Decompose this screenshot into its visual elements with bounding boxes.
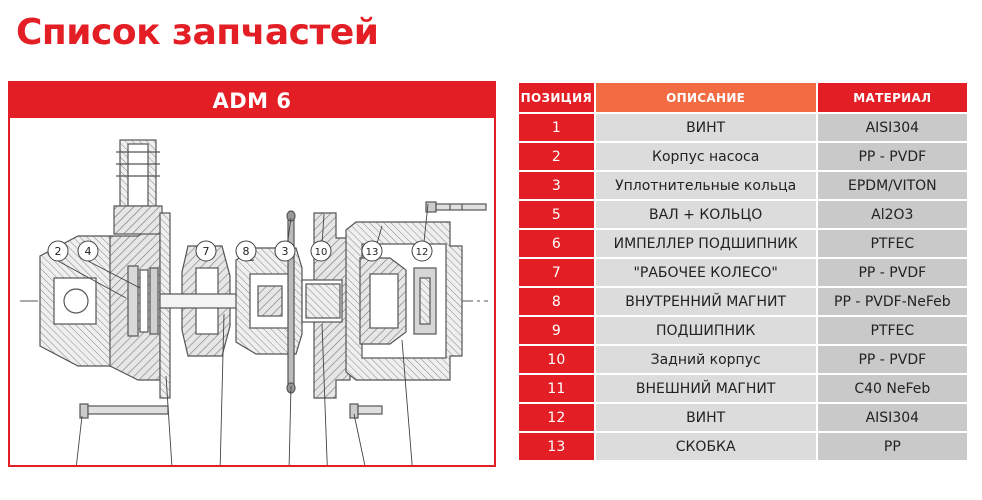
description-cell: ИМПЕЛЛЕР ПОДШИПНИК [595,230,816,257]
table-row: 1 ВИНТ AISI304 [519,114,967,141]
material-cell: AISI304 [817,114,967,141]
diagram-panel: ADM 6 [8,81,496,467]
table-row: 13 СКОБКА PP [519,433,967,460]
pump-drawing [20,139,488,419]
table-row: 5 ВАЛ + КОЛЬЦО Al2O3 [519,201,967,228]
callout-number: 4 [85,245,92,258]
position-cell: 5 [519,201,594,228]
material-cell: PTFEC [817,230,967,257]
description-cell: ПОДШИПНИК [595,317,816,344]
material-cell: AISI304 [817,404,967,431]
position-cell: 2 [519,143,594,170]
page-title: Список запчастей [16,12,379,53]
table-row: 2 Корпус насоса PP - PVDF [519,143,967,170]
table-row: 9 ПОДШИПНИК PTFEC [519,317,967,344]
description-cell: "РАБОЧЕЕ КОЛЕСО" [595,259,816,286]
callout-3: 3 [274,240,296,262]
material-cell: PP - PVDF [817,259,967,286]
description-cell: ВАЛ + КОЛЬЦО [595,201,816,228]
description-cell: ВИНТ [595,114,816,141]
description-cell: ВИНТ [595,404,816,431]
table-row: 11 ВНЕШНИЙ МАГНИТ C40 NeFeb [519,375,967,402]
description-cell: Уплотнительные кольца [595,172,816,199]
callout-8: 8 [235,240,257,262]
callout-number: 13 [366,247,379,258]
position-cell: 3 [519,172,594,199]
material-column-header: МАТЕРИАЛ [817,83,967,112]
parts-table: ПОЗИЦИЯ ОПИСАНИЕ МАТЕРИАЛ 1 ВИНТ AISI304… [517,81,969,462]
table-row: 3 Уплотнительные кольца EPDM/VITON [519,172,967,199]
material-cell: PP [817,433,967,460]
position-cell: 1 [519,114,594,141]
position-cell: 13 [519,433,594,460]
table-row: 12 ВИНТ AISI304 [519,404,967,431]
material-cell: C40 NeFeb [817,375,967,402]
description-cell: Задний корпус [595,346,816,373]
callout-2: 2 [47,240,69,262]
material-cell: EPDM/VITON [817,172,967,199]
position-cell: 10 [519,346,594,373]
position-cell: 11 [519,375,594,402]
callout-10: 10 [310,240,332,262]
position-cell: 7 [519,259,594,286]
position-cell: 12 [519,404,594,431]
pump-cross-section-diagram: 2 4 7 8 3 10 13 12 [20,139,488,465]
callout-number: 2 [55,245,62,258]
position-cell: 9 [519,317,594,344]
callout-number: 3 [282,245,289,258]
description-cell: ВНЕШНИЙ МАГНИТ [595,375,816,402]
position-cell: 8 [519,288,594,315]
callout-number: 8 [243,245,250,258]
table-row: 7 "РАБОЧЕЕ КОЛЕСО" PP - PVDF [519,259,967,286]
callout-4: 4 [77,240,99,262]
description-cell: СКОБКА [595,433,816,460]
table-header-row: ПОЗИЦИЯ ОПИСАНИЕ МАТЕРИАЛ [519,83,967,112]
table-row: 8 ВНУТРЕННИЙ МАГНИТ PP - PVDF-NeFeb [519,288,967,315]
description-cell: ВНУТРЕННИЙ МАГНИТ [595,288,816,315]
material-cell: Al2O3 [817,201,967,228]
callout-13: 13 [361,240,383,262]
position-column-header: ПОЗИЦИЯ [519,83,594,112]
description-column-header: ОПИСАНИЕ [595,83,816,112]
diagram-header: ADM 6 [10,83,494,118]
material-cell: PP - PVDF-NeFeb [817,288,967,315]
material-cell: PTFEC [817,317,967,344]
material-cell: PP - PVDF [817,143,967,170]
callout-number: 12 [416,247,429,258]
position-cell: 6 [519,230,594,257]
table-row: 6 ИМПЕЛЛЕР ПОДШИПНИК PTFEC [519,230,967,257]
callout-12: 12 [411,240,433,262]
description-cell: Корпус насоса [595,143,816,170]
material-cell: PP - PVDF [817,346,967,373]
callout-number: 10 [315,247,328,258]
table-row: 10 Задний корпус PP - PVDF [519,346,967,373]
callout-number: 7 [203,245,210,258]
callout-7: 7 [195,240,217,262]
